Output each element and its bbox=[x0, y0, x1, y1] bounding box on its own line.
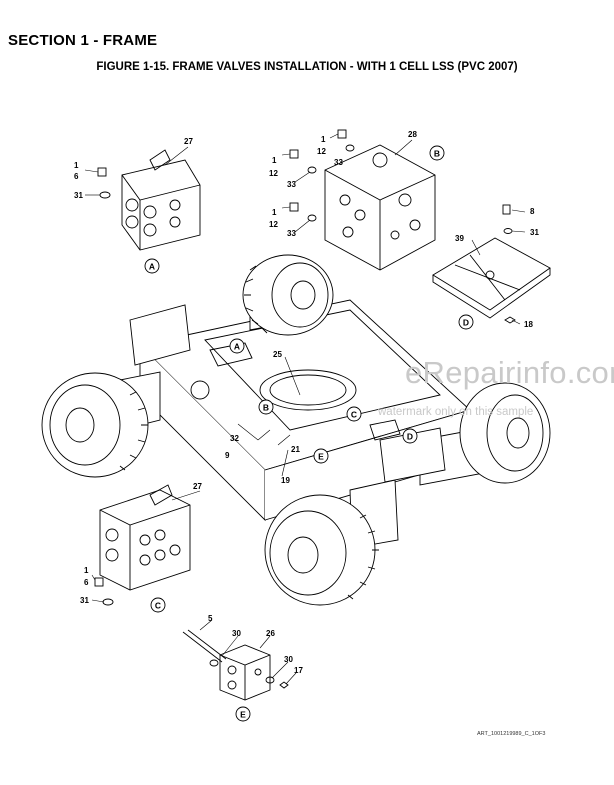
svg-text:A: A bbox=[149, 262, 155, 272]
callout-27-bottom: 27 bbox=[193, 482, 202, 491]
callout-8: 8 bbox=[530, 207, 535, 216]
callout-26: 26 bbox=[266, 629, 275, 638]
callout-27-top: 27 bbox=[184, 137, 193, 146]
detail-label-a: A bbox=[144, 258, 160, 274]
callout-9: 9 bbox=[225, 451, 230, 460]
callout-21: 21 bbox=[291, 445, 300, 454]
callout-25: 25 bbox=[273, 350, 282, 359]
detail-label-b: B bbox=[429, 145, 445, 161]
callout-33-b3: 33 bbox=[287, 229, 296, 238]
callout-1-a: 1 bbox=[74, 161, 79, 170]
wheel-front-bottom bbox=[264, 494, 379, 606]
callout-18: 18 bbox=[524, 320, 533, 329]
callout-12-b1: 12 bbox=[317, 147, 326, 156]
art-reference: ART_1001219989_C_1OF3 bbox=[477, 731, 546, 737]
callout-33-b1: 33 bbox=[334, 158, 343, 167]
callout-12-b2: 12 bbox=[269, 169, 278, 178]
callout-31-d: 31 bbox=[530, 228, 539, 237]
callout-39: 39 bbox=[455, 234, 464, 243]
callout-31-a: 31 bbox=[74, 191, 83, 200]
callout-1-b1: 1 bbox=[321, 135, 326, 144]
valve-assembly-c bbox=[94, 484, 191, 606]
mounting-plate-d bbox=[432, 204, 551, 324]
section-title: SECTION 1 - FRAME bbox=[8, 32, 158, 49]
callout-5: 5 bbox=[208, 614, 213, 623]
callout-17: 17 bbox=[294, 666, 303, 675]
callout-32: 32 bbox=[230, 434, 239, 443]
figure-title: FIGURE 1-15. FRAME VALVES INSTALLATION -… bbox=[96, 61, 518, 73]
detail-label-e: E bbox=[235, 706, 251, 722]
frame-location-b: B bbox=[258, 399, 274, 415]
callout-28: 28 bbox=[408, 130, 417, 139]
callout-30-e2: 30 bbox=[284, 655, 293, 664]
svg-text:E: E bbox=[318, 452, 324, 462]
frame-location-a: A bbox=[229, 338, 245, 354]
svg-text:B: B bbox=[263, 403, 269, 413]
valve-block-e bbox=[182, 629, 289, 701]
frame-location-c: C bbox=[346, 406, 362, 422]
callout-1-c: 1 bbox=[84, 566, 89, 575]
callout-33-b2: 33 bbox=[287, 180, 296, 189]
svg-text:B: B bbox=[434, 149, 440, 159]
wheel-rear-right bbox=[459, 382, 551, 484]
svg-text:E: E bbox=[240, 710, 246, 720]
detail-label-d: D bbox=[458, 314, 474, 330]
svg-text:C: C bbox=[155, 601, 161, 611]
svg-text:C: C bbox=[351, 410, 357, 420]
frame-location-e: E bbox=[313, 448, 329, 464]
valve-assembly-a bbox=[97, 149, 201, 251]
valve-block-b bbox=[289, 129, 436, 271]
watermark-sub: watermark only on this sample bbox=[378, 406, 534, 418]
callout-30-e1: 30 bbox=[232, 629, 241, 638]
callout-1-b3: 1 bbox=[272, 208, 277, 217]
callout-1-b2: 1 bbox=[272, 156, 277, 165]
wheel-front-left bbox=[41, 372, 149, 478]
svg-text:A: A bbox=[234, 342, 240, 352]
wheel-rear-top bbox=[242, 254, 334, 336]
leader-lines bbox=[84, 133, 526, 685]
svg-text:D: D bbox=[407, 432, 413, 442]
frame-location-d: D bbox=[402, 428, 418, 444]
callout-6-a: 6 bbox=[74, 172, 79, 181]
detail-label-c: C bbox=[150, 597, 166, 613]
callout-12-b3: 12 bbox=[269, 220, 278, 229]
svg-text:D: D bbox=[463, 318, 469, 328]
callout-31-c: 31 bbox=[80, 596, 89, 605]
callout-6-c: 6 bbox=[84, 578, 89, 587]
watermark-main: eRepairinfo.com bbox=[405, 355, 614, 390]
callout-19: 19 bbox=[281, 476, 290, 485]
